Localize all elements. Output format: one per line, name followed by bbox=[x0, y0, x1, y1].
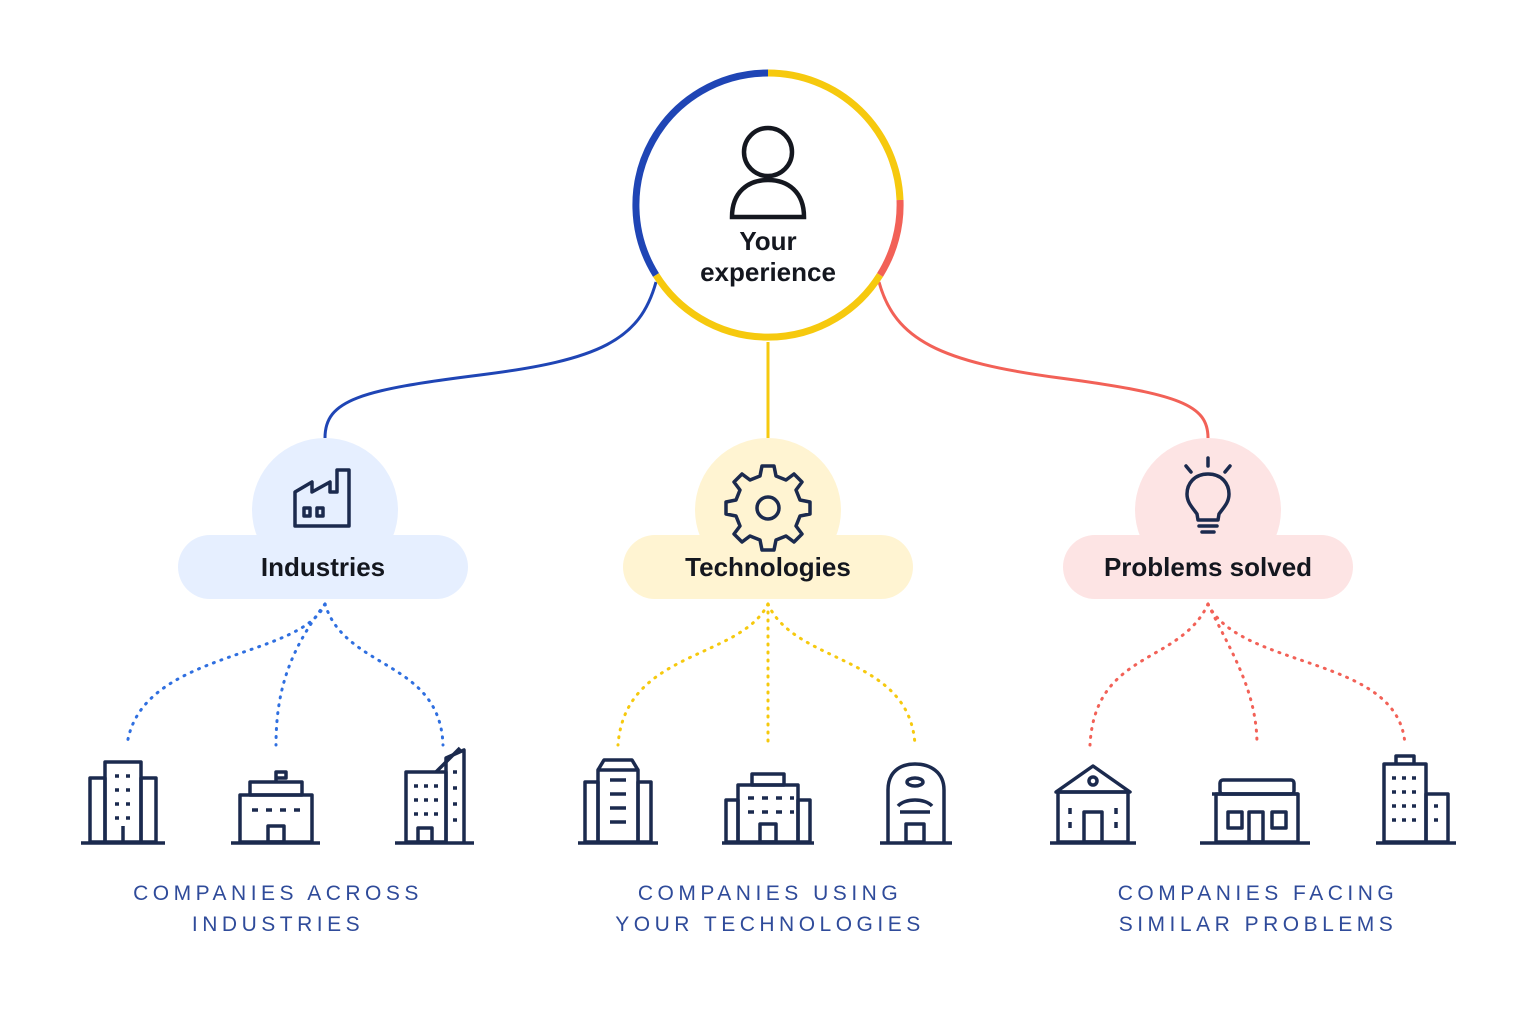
ring-segment-yellow-top bbox=[767, 69, 904, 201]
dotted-connectors-technologies bbox=[616, 602, 917, 747]
root-label-line1: Your bbox=[739, 226, 797, 256]
root-label-line2: experience bbox=[700, 257, 836, 287]
caption-problems-line2: SIMILAR PROBLEMS bbox=[1118, 913, 1398, 936]
highrise-building-icon bbox=[395, 746, 474, 845]
office-building-icon bbox=[231, 770, 320, 845]
branch-label-technologies: Technologies bbox=[685, 552, 851, 582]
dotted-connectors-industries bbox=[125, 602, 445, 747]
caption-technologies-line2: YOUR TECHNOLOGIES bbox=[615, 913, 925, 936]
domed-building-icon bbox=[880, 762, 952, 845]
connector-industries bbox=[323, 281, 658, 439]
person-icon bbox=[729, 125, 807, 220]
apartment-building-icon bbox=[1376, 754, 1456, 845]
dotted-connectors-problems bbox=[1088, 602, 1407, 747]
tower-building-icon bbox=[578, 758, 658, 845]
node-technologies bbox=[623, 438, 913, 599]
root-node bbox=[632, 69, 904, 341]
ring-segment-red bbox=[877, 199, 904, 277]
civic-building-icon bbox=[1050, 764, 1136, 845]
lightbulb-icon bbox=[1184, 456, 1232, 534]
node-industries bbox=[178, 438, 468, 599]
root-label: Your experience bbox=[668, 226, 868, 288]
caption-problems: COMPANIES FACING SIMILAR PROBLEMS bbox=[1078, 878, 1438, 940]
branch-label-industries: Industries bbox=[260, 552, 386, 582]
storefront-icon bbox=[1200, 778, 1310, 845]
connector-problems bbox=[877, 281, 1210, 439]
caption-problems-line1: COMPANIES FACING bbox=[1117, 882, 1399, 905]
ring-segment-yellow-bottom bbox=[653, 273, 883, 341]
ring-segment-blue bbox=[632, 69, 769, 277]
caption-technologies-line1: COMPANIES USING bbox=[637, 882, 903, 905]
branch-label-problems: Problems solved bbox=[1103, 552, 1313, 582]
caption-industries-line2: INDUSTRIES bbox=[191, 913, 365, 936]
office-tower-icon bbox=[81, 760, 165, 845]
node-problems bbox=[1063, 438, 1353, 599]
office-block-icon bbox=[722, 772, 814, 845]
gear-icon bbox=[724, 464, 812, 552]
factory-icon bbox=[293, 468, 351, 528]
caption-technologies: COMPANIES USING YOUR TECHNOLOGIES bbox=[590, 878, 950, 940]
caption-industries-line1: COMPANIES ACROSS bbox=[133, 882, 423, 905]
caption-industries: COMPANIES ACROSS INDUSTRIES bbox=[98, 878, 458, 940]
